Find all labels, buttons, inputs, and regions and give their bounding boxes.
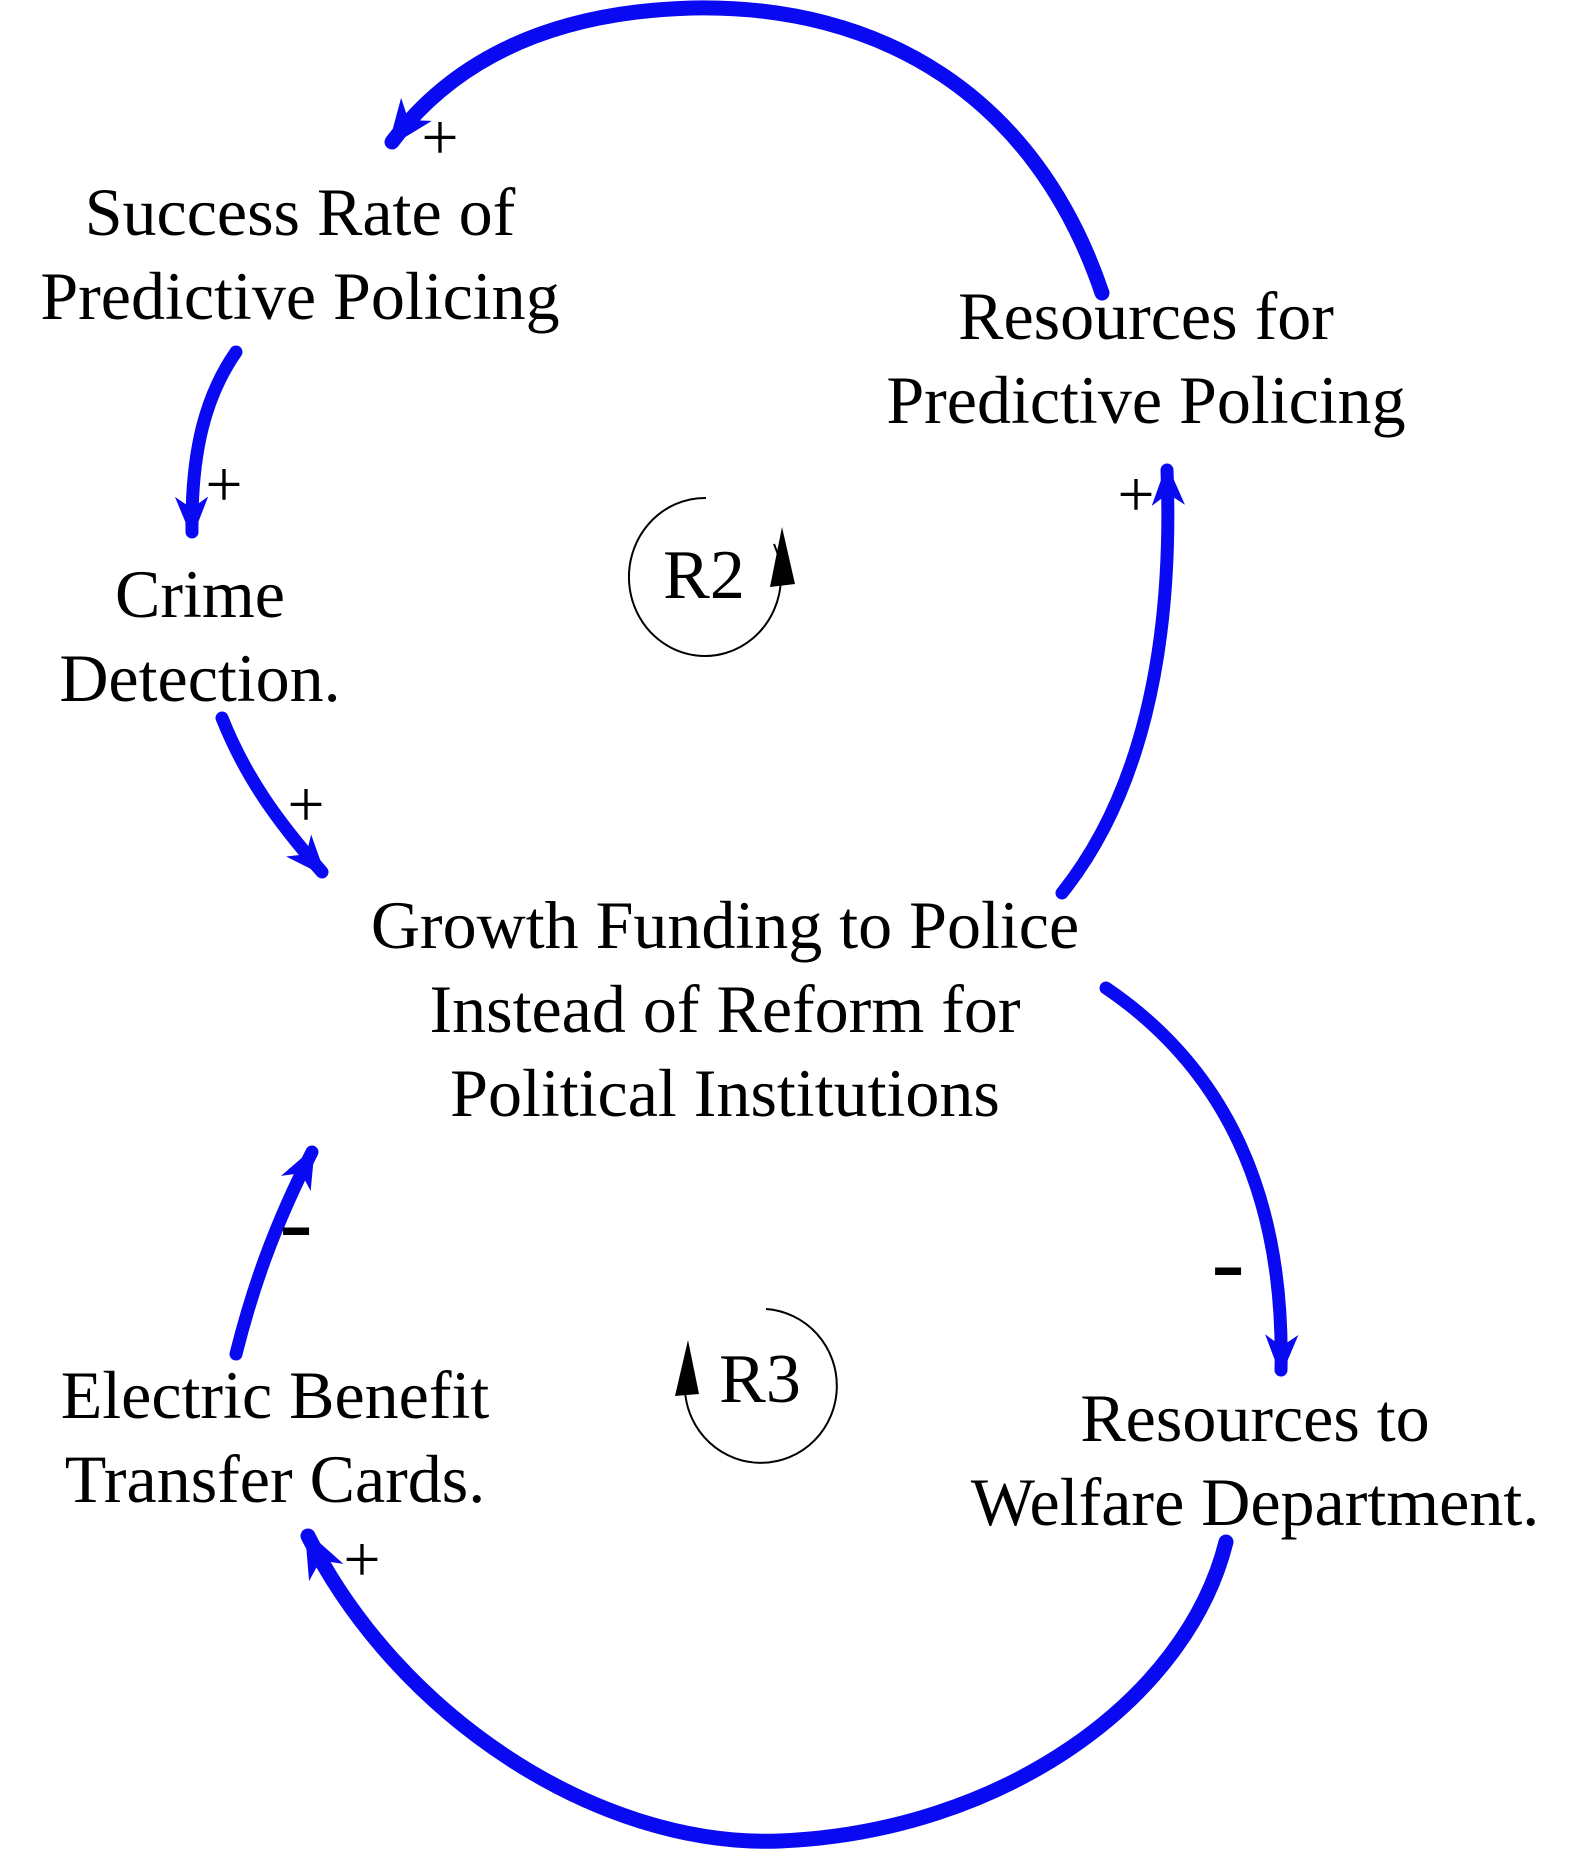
node-resources-for-predictive-policing: Resources for Predictive Policing bbox=[886, 278, 1406, 438]
arrow-crimedetection-to-growthfunding bbox=[215, 711, 329, 879]
polarity-successrate-to-crimedetection: + bbox=[205, 448, 243, 521]
polarity-growthfunding-to-resourceswelfare: - bbox=[1211, 1206, 1245, 1317]
polarity-resourceswelfare-to-ebtcards: + bbox=[343, 1523, 381, 1596]
polarity-growthfunding-to-resourcespp: + bbox=[1117, 458, 1155, 531]
polarity-ebtcards-to-growthfunding: - bbox=[279, 1166, 313, 1277]
node-crime-detection: Crime Detection. bbox=[59, 556, 341, 716]
arrow-resourceswelfare-to-ebtcards bbox=[300, 1528, 1234, 1849]
polarity-resourcespp-to-successrate: + bbox=[421, 101, 459, 174]
node-growth-funding-to-police: Growth Funding to Police Instead of Refo… bbox=[370, 887, 1080, 1131]
r3-loop-arrowhead-icon bbox=[675, 1340, 699, 1396]
node-resources-to-welfare-department: Resources to Welfare Department. bbox=[970, 1380, 1540, 1540]
r2-loop-circle bbox=[627, 496, 782, 657]
node-success-rate-of-predictive-policing: Success Rate of Predictive Policing bbox=[40, 174, 560, 334]
loop-label-r2: R2 bbox=[663, 537, 745, 614]
r3-loop-circle bbox=[684, 1308, 838, 1464]
loop-label-r3: R3 bbox=[719, 1341, 801, 1418]
arrow-ebtcards-to-growthfunding bbox=[229, 1145, 319, 1361]
polarity-crimedetection-to-growthfunding: + bbox=[287, 768, 325, 841]
arrow-successrate-to-crimedetection bbox=[174, 345, 243, 539]
node-electric-benefit-transfer-cards: Electric Benefit Transfer Cards. bbox=[60, 1357, 490, 1517]
arrow-growthfunding-to-resourcespp bbox=[1055, 463, 1185, 900]
r2-loop-arrowhead-icon bbox=[770, 527, 795, 587]
arrow-growthfunding-to-resourceswelfare bbox=[1099, 981, 1299, 1377]
arrow-resourcespp-to-successrate bbox=[384, 0, 1110, 301]
